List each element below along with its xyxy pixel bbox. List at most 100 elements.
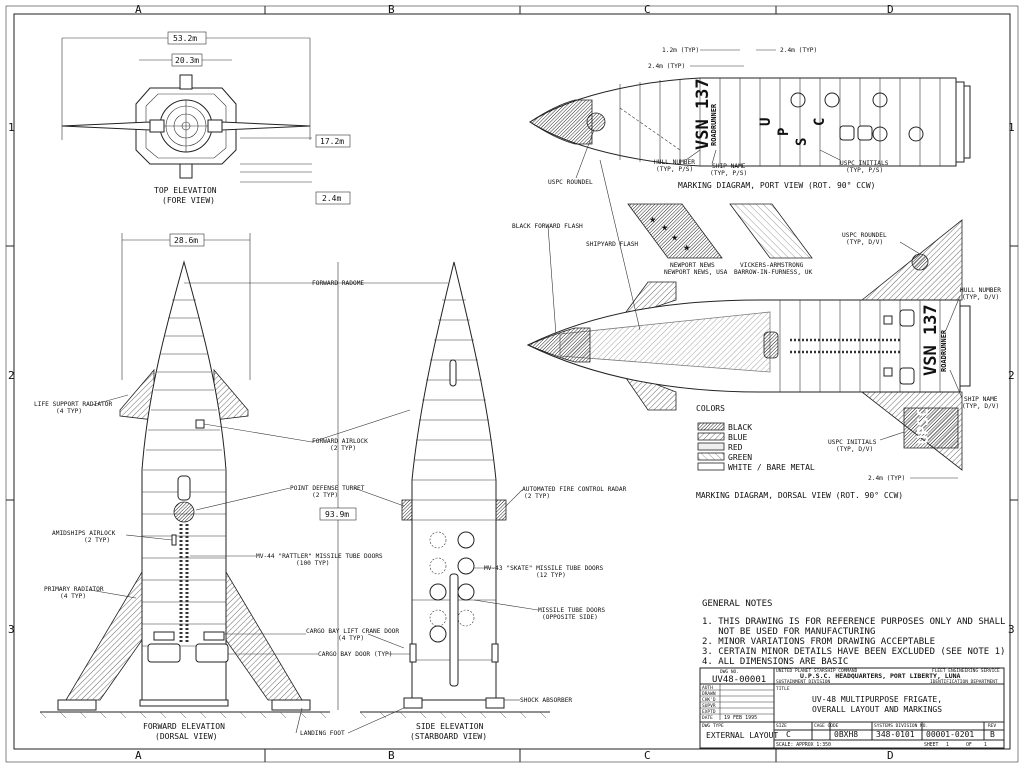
forward-elevation-title: FORWARD ELEVATION [143, 722, 225, 731]
tb-rev: B [990, 730, 995, 739]
tb-drawn: DRAWN [702, 691, 716, 697]
side-hull-bands [412, 299, 496, 661]
skate-tube-doors [429, 531, 475, 643]
grid-col-c-top: C [644, 3, 651, 16]
port-initial-c: C [812, 118, 828, 126]
callout-roundel-dv-n: (TYP, D/V) [846, 239, 883, 246]
tb-title-label: TITLE [776, 686, 790, 692]
callout-tube-doors: MISSILE TUBE DOORS [538, 607, 605, 614]
dim-2-4-typ-b: 2.4m (TYP) [648, 63, 685, 70]
side-elevation-subtitle: (STARBOARD VIEW) [410, 732, 487, 741]
callout-roundel-dv: USPC ROUNDEL [842, 232, 887, 239]
callout-newport: NEWPORT NEWS [670, 262, 715, 269]
callout-crane-door: CARGO BAY LIFT CRANE DOOR [306, 628, 399, 635]
side-elevation-title: SIDE ELEVATION [416, 722, 484, 731]
note-1a: 1. THIS DRAWING IS FOR REFERENCE PURPOSE… [702, 617, 1005, 627]
dorsal-marking-diagram: UPSC VSN 137 ROADRUNNER USPC ROUNDEL (TY… [512, 159, 1001, 500]
callout-crane-door-n: (4 TYP) [338, 635, 364, 642]
dim-17-2: 17.2m [320, 137, 344, 146]
port-ship-name: ROADRUNNER [710, 103, 718, 146]
tb-scale: SCALE: APPROX 1:350 [776, 742, 831, 748]
colors-title: COLORS [696, 404, 725, 413]
note-1b: NOT BE USED FOR MANUFACTURING [702, 627, 875, 637]
shipyard-flashes: ★ ★ ★ ★ NEWPORT NEWS NEWPORT NEWS, USA V… [627, 203, 813, 276]
callouts-elevations: FORWARD RADOME LIFE SUPPORT RADIATOR (4 … [34, 280, 627, 737]
star-icon: ★ [684, 243, 690, 253]
top-elevation-subtitle: (FORE VIEW) [162, 196, 215, 205]
tb-cage-label: CAGE CODE [814, 723, 839, 729]
grid-row-2-right: 2 [1008, 369, 1015, 382]
callout-landing-foot: LANDING FOOT [300, 730, 345, 737]
grid-col-c-bottom: C [644, 749, 651, 762]
notes-title: GENERAL NOTES [702, 599, 772, 609]
tb-sysdiv: 348-0101 [876, 730, 915, 739]
grid-col-b-top: B [388, 3, 395, 16]
forward-elevation-view: 28.6m [39, 233, 330, 741]
callout-uspc-initials-n: (TYP, P/S) [846, 167, 883, 174]
dim-2-4-typ-c: 2.4m (TYP) [868, 475, 905, 482]
swatch-white [697, 462, 725, 471]
swatch-red [697, 442, 725, 451]
callout-newport-n: NEWPORT NEWS, USA [664, 269, 728, 276]
callout-amid-airlock: AMIDSHIPS AIRLOCK [52, 530, 116, 537]
overall-height-dimension: 93.9m [319, 262, 357, 710]
callout-hull-number: HULL NUMBER [654, 159, 695, 166]
callout-black-flash: BLACK FORWARD FLASH [512, 223, 583, 230]
tb-exptd: EXPTD [702, 709, 716, 715]
callout-uspc-initials: USPC INITIALS [840, 160, 889, 167]
dorsal-diagram-title: MARKING DIAGRAM, DORSAL VIEW (ROT. 90° C… [696, 491, 903, 500]
callout-primary-rad: PRIMARY RADIATOR [44, 586, 104, 593]
port-initial-u: U [758, 118, 774, 126]
star-icon: ★ [672, 233, 678, 243]
general-notes: GENERAL NOTES 1. THIS DRAWING IS FOR REF… [702, 599, 1005, 667]
tb-of-no: 1 [984, 742, 987, 748]
callout-hull-dv: HULL NUMBER [960, 287, 1001, 294]
port-diagram-title: MARKING DIAGRAM, PORT VIEW (ROT. 90° CCW… [678, 181, 875, 190]
callout-initials-dv: USPC INITIALS [828, 439, 877, 446]
side-elevation-view: SIDE ELEVATION (STARBOARD VIEW) [359, 261, 550, 741]
grid-row-1-right: 1 [1008, 121, 1015, 134]
tb-date-label: DATE [702, 715, 713, 721]
tb-docno: 00001-0201 [926, 730, 974, 739]
tb-dwg-no-label: DWG NO. [720, 669, 739, 675]
tb-hq: U.P.S.C. HEADQUARTERS, PORT LIBERTY, LUN… [800, 672, 961, 680]
grid-row-1-left: 1 [8, 121, 15, 134]
tb-rev-label: REV [988, 723, 996, 729]
port-hull-number: VSN 137 [693, 78, 713, 150]
tb-sysdiv-label: SYSTEMS DIVISION NO. [874, 723, 928, 729]
tb-org-line1b: FLEET ENGINEERING SERVICE [932, 668, 1000, 674]
title-block: DWG NO. UV48-00001 UNITED PLANET STARSHI… [699, 667, 1005, 749]
grid-row-2-left: 2 [8, 369, 15, 382]
tb-dwg-no: UV48-00001 [712, 675, 766, 685]
note-3: 3. CERTAIN MINOR DETAILS HAVE BEEN EXCLU… [702, 647, 1005, 657]
callout-hull-number-n: (TYP, P/S) [656, 166, 693, 173]
callout-pd-turret: POINT DEFENSE TURRET [290, 485, 365, 492]
dim-20-3: 20.3m [175, 56, 199, 65]
top-elevation-title: TOP ELEVATION [154, 186, 217, 195]
callout-shock: SHOCK ABSORBER [520, 697, 572, 704]
tb-size: C [786, 730, 791, 739]
port-initial-p: P [776, 128, 792, 136]
grid-col-a-bottom: A [135, 749, 142, 762]
port-initial-s: S [794, 138, 810, 146]
callout-tube-doors-n: (OPPOSITE SIDE) [542, 614, 598, 621]
swatch-green [697, 452, 725, 461]
swatch-black [697, 422, 725, 431]
tb-date: 19 FEB 1995 [724, 715, 757, 721]
tb-chkd: CHK'D [702, 697, 716, 703]
callout-life-support: LIFE SUPPORT RADIATOR [34, 401, 113, 408]
rattler-tube-doors [179, 524, 189, 644]
callout-initials-dv-n: (TYP, D/V) [836, 446, 873, 453]
dim-1-2-typ: 1.2m (TYP) [662, 47, 699, 54]
swatch-blue [697, 432, 725, 441]
callout-rattler-n: (100 TYP) [296, 560, 330, 567]
grid-col-b-bottom: B [388, 749, 395, 762]
port-hull-bands [619, 78, 941, 166]
callout-uspc-roundel: USPC ROUNDEL [548, 179, 593, 186]
callout-life-support-n: (4 TYP) [56, 408, 82, 415]
tb-org-line1: UNITED PLANET STARSHIP COMMAND [776, 668, 858, 674]
color-red: RED [728, 443, 743, 452]
note-2: 2. MINOR VARIATIONS FROM DRAWING ACCEPTA… [702, 637, 935, 647]
tb-size-label: SIZE [776, 723, 787, 729]
